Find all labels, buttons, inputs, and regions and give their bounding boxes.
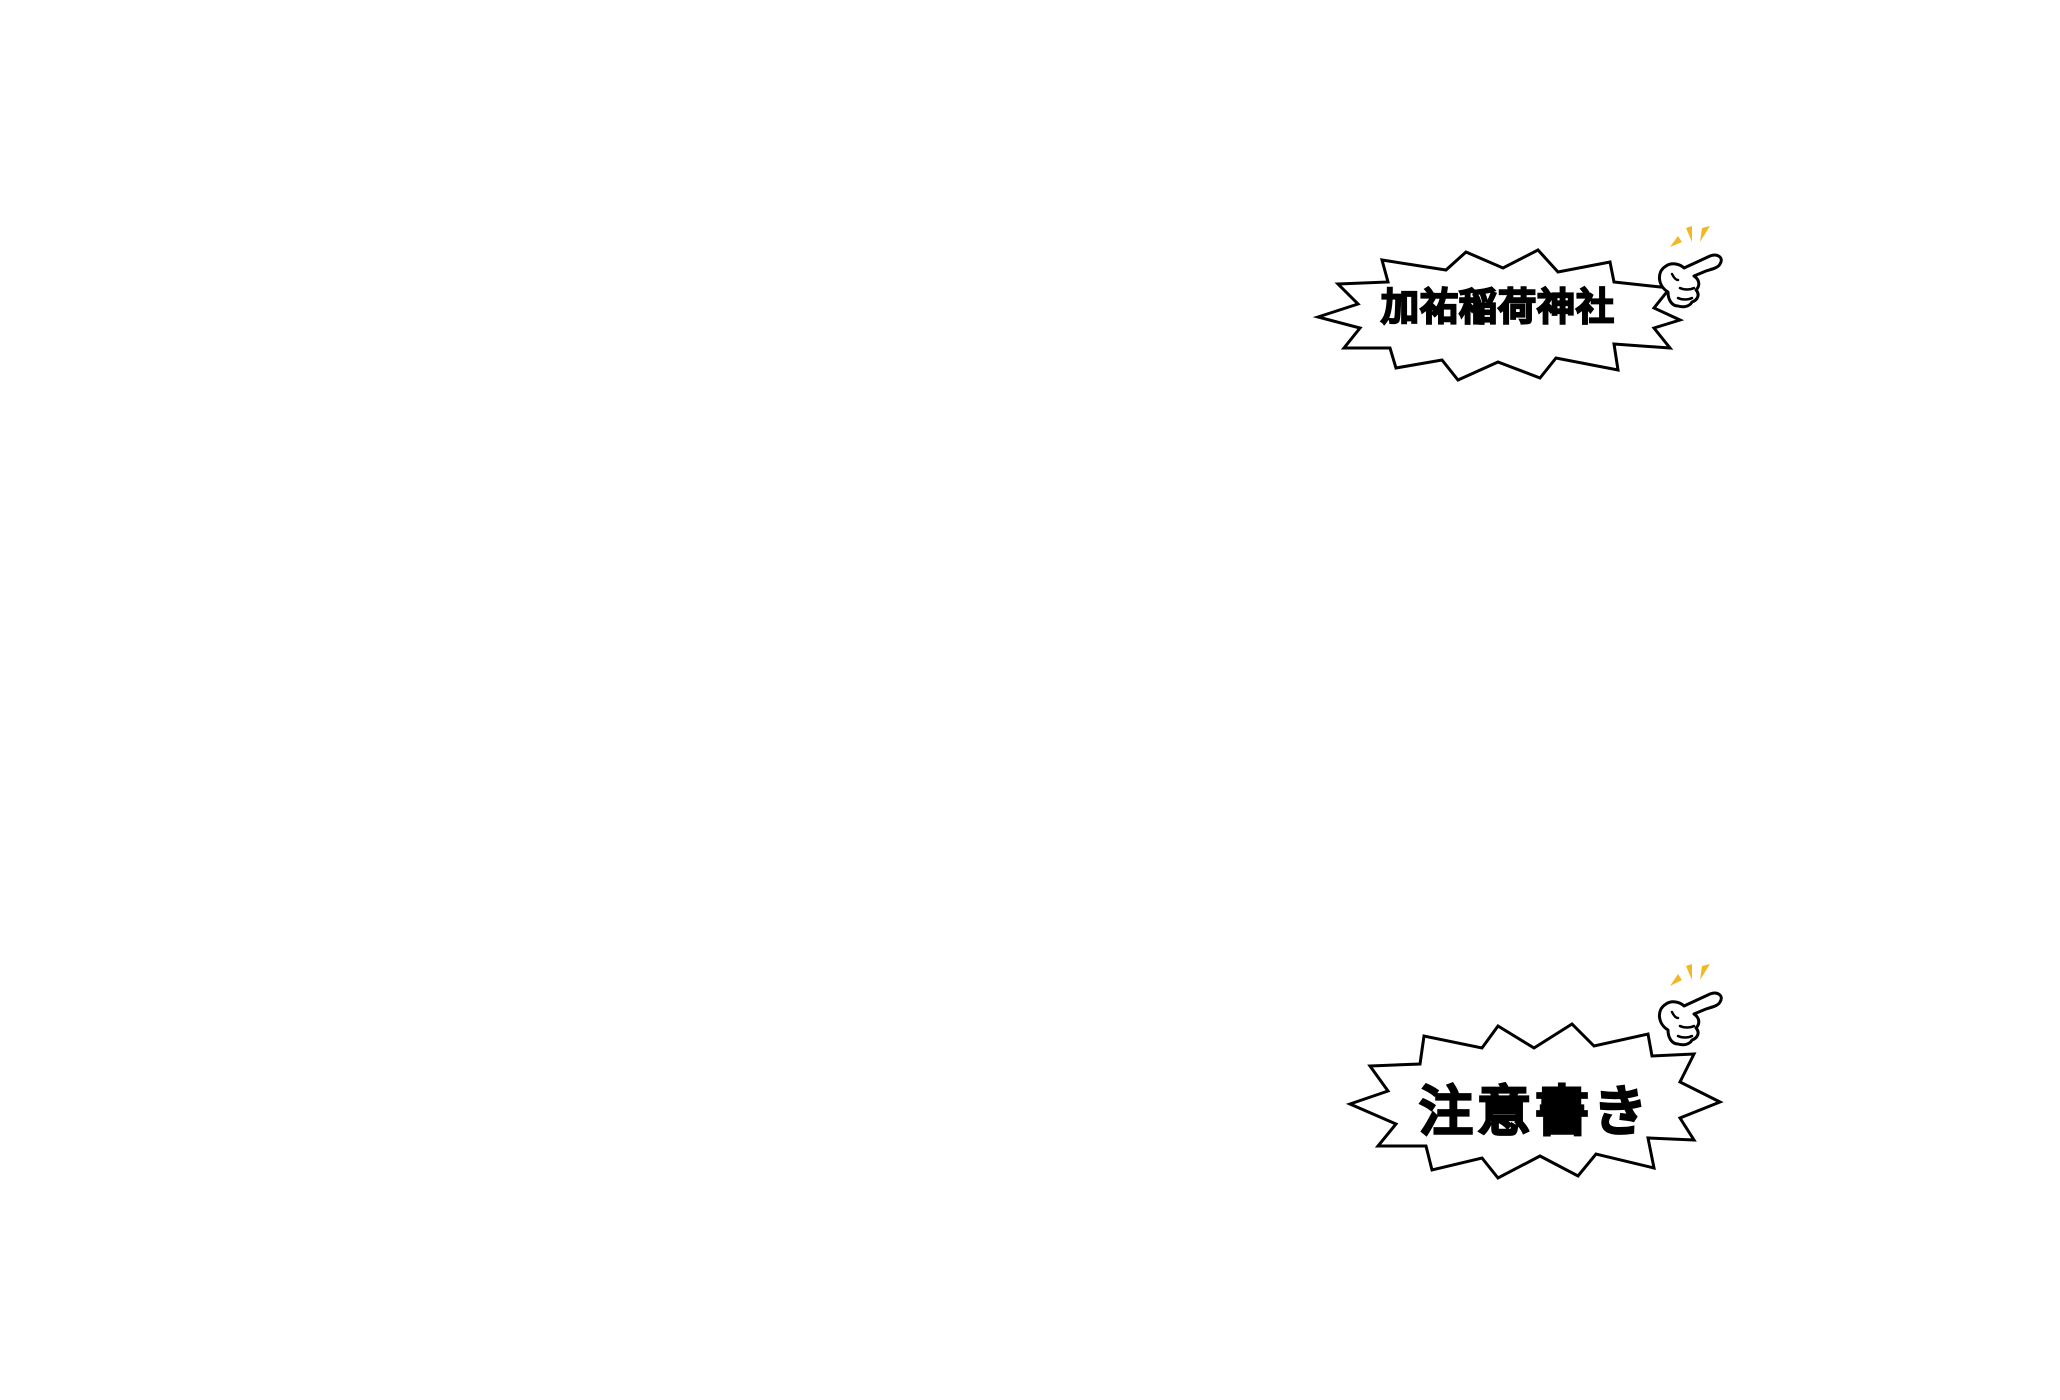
pointing-hand-icon bbox=[1658, 964, 1723, 1047]
burst-shape bbox=[1345, 1022, 1724, 1180]
shrine-label: 加祐稲荷神社 bbox=[1380, 284, 1615, 330]
notice-callout: 注意書き bbox=[1345, 956, 1750, 1191]
burst-shape bbox=[1312, 248, 1685, 382]
notice-label: 注意書き bbox=[1418, 1079, 1651, 1144]
pointing-hand-icon bbox=[1658, 226, 1723, 309]
shrine-callout: 加祐稲荷神社 bbox=[1312, 222, 1738, 382]
